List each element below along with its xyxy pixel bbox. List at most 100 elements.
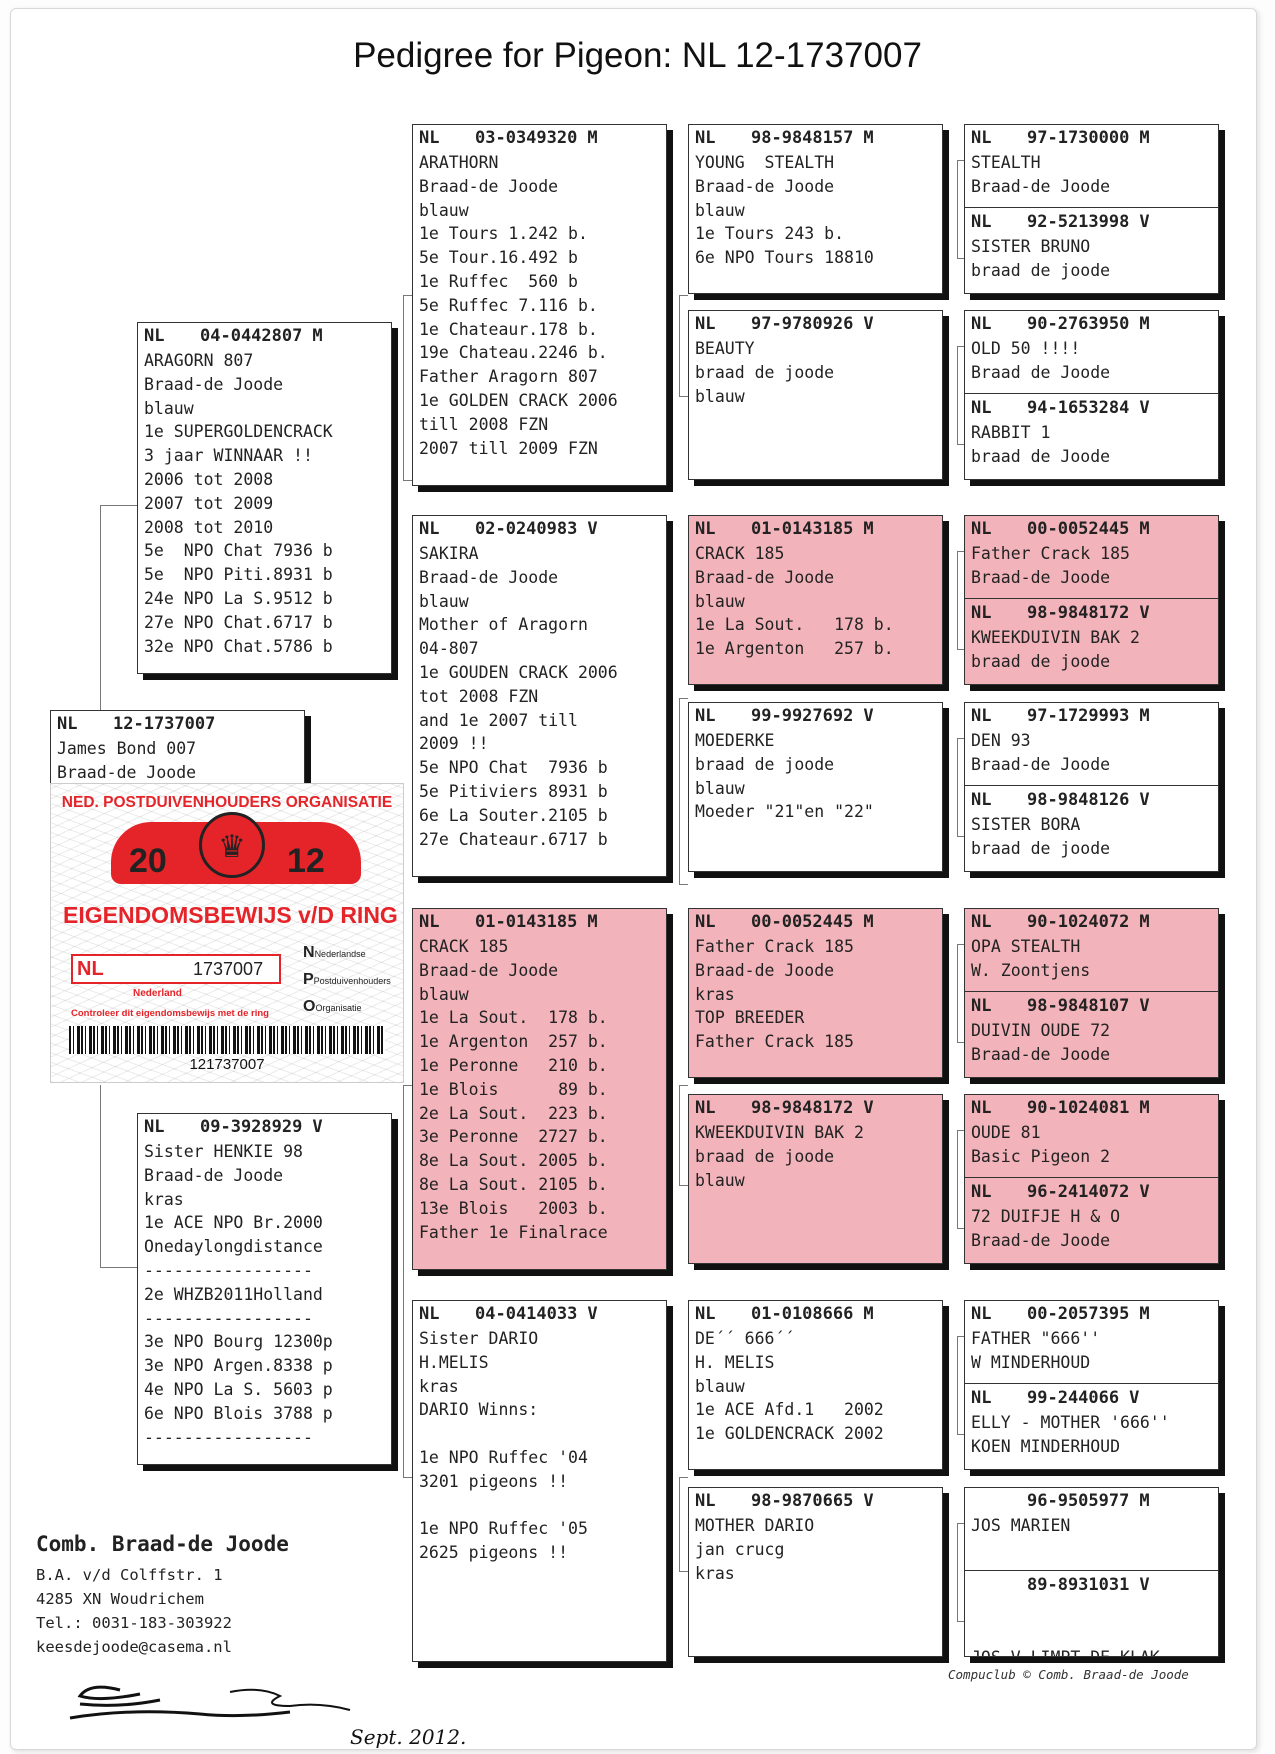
connector-line (403, 480, 412, 481)
country-code: NL (144, 1117, 165, 1137)
pigeon-detail-line: ----------------- (144, 1260, 313, 1280)
country-code: NL (971, 996, 992, 1016)
pigeon-detail-line: ELLY - MOTHER '666'' (971, 1413, 1170, 1432)
connector-line (100, 505, 101, 710)
connector-line (679, 1085, 688, 1086)
pigeon-detail-line: Braad-de Joode (57, 762, 197, 782)
country-code: NL (695, 706, 716, 726)
sex: M (863, 128, 874, 148)
pigeon-detail-line: 1e NPO Ruffec '05 (419, 1519, 588, 1539)
pigeon-detail-line: 1e NPO Ruffec '04 (419, 1447, 588, 1467)
sex: V (1139, 1182, 1150, 1202)
pigeon-detail-line: 6e NPO Blois 3788 p (144, 1403, 333, 1423)
connector-line (957, 551, 958, 649)
pigeon-detail-line: blauw (695, 1376, 745, 1396)
connector-line (679, 396, 688, 397)
country-code (971, 1574, 1013, 1598)
ring-number: 96-2414072 (1027, 1182, 1130, 1202)
ring-number: 94-1653284 (1027, 398, 1130, 418)
software-credit: Compuclub © Comb. Braad-de Joode (948, 1667, 1189, 1682)
handwritten-signature: Sept. 2012. (69, 1685, 466, 1749)
pigeon-detail-line: kras (695, 1563, 735, 1583)
pigeon-detail-line (413, 1422, 666, 1446)
pigeon-detail-line: Braad-de Joode (144, 374, 284, 394)
pigeon-detail-line: Basic Pigeon 2 (971, 1146, 1111, 1166)
pair-divider (965, 207, 1218, 208)
pigeon-detail-line: 1e Blois 89 b. (419, 1079, 608, 1099)
barcode-number: 121737007 (189, 1056, 265, 1073)
country-code: NL (971, 519, 992, 539)
pigeon-detail-line: kras (695, 984, 735, 1004)
pigeon-detail-line: 2625 pigeons !! (419, 1543, 569, 1563)
connector-line (957, 738, 958, 836)
connector-line (403, 1477, 412, 1478)
pigeon-detail-line: 1e ACE Afd.1 2002 (695, 1400, 884, 1420)
sex: M (1139, 128, 1150, 148)
sex: M (1139, 1304, 1150, 1324)
pigeon-detail-line: and 1e 2007 till (419, 710, 578, 730)
card-number: 1737007 (193, 959, 264, 979)
pair-divider (965, 991, 1218, 992)
pigeon-detail-line: SISTER BRUNO (971, 237, 1091, 256)
signature-date: Sept. 2012. (350, 1725, 466, 1749)
sex: V (863, 706, 874, 726)
pigeon-detail-line: 3e NPO Argen.8338 p (144, 1356, 333, 1376)
pigeon-detail-line: 04-807 (419, 639, 479, 659)
pigeon-detail-line: FATHER "666'' (971, 1329, 1101, 1348)
pigeon-detail-line: JOS MARIEN (971, 1516, 1071, 1535)
sex: V (1139, 1575, 1150, 1595)
connector-line (403, 1085, 412, 1086)
sex: V (1139, 790, 1150, 810)
connector-line (957, 1130, 964, 1131)
ring-number: 90-1024072 (1027, 912, 1130, 932)
pigeon-detail-line: Father 1e Finalrace (419, 1222, 608, 1242)
pigeon-detail-line: ARAGORN 807 (144, 351, 254, 370)
country-code: NL (419, 1304, 440, 1324)
pigeon-detail-line: 5e Tour.16.492 b (419, 248, 578, 268)
ring-number: 90-1024081 (1027, 1098, 1130, 1118)
pigeon-detail-line: DARIO Winns: (419, 1400, 539, 1420)
sex: M (1139, 314, 1150, 334)
pigeon-detail-line: 3201 pigeons !! (419, 1471, 569, 1491)
pair-divider (965, 393, 1218, 394)
connector-line (957, 1336, 964, 1337)
pigeon-detail-line: 1e Argenton 257 b. (695, 639, 894, 659)
pigeon-detail-line: 19e Chateau.2246 b. (419, 343, 608, 363)
connector-line (679, 295, 680, 396)
pigeon-detail-line: Braad-de Joode (971, 754, 1111, 774)
pigeon-detail-line: 2e WHZB2011Holland (144, 1284, 323, 1304)
sex: M (863, 912, 874, 932)
connector-line (403, 295, 412, 296)
connector-line (100, 505, 137, 506)
pigeon-detail-line: DE´´ 666´´ (695, 1329, 795, 1348)
ring-number: 02-0240983 (475, 519, 578, 539)
country-code: NL (419, 519, 440, 539)
pigeon-detail-line: 6e NPO Tours 18810 (695, 248, 874, 268)
pigeon-detail-line: 2007 tot 2009 (144, 493, 274, 513)
pigeon-detail-line: braad de joode (971, 651, 1111, 671)
pigeon-detail-line: blauw (695, 386, 745, 406)
